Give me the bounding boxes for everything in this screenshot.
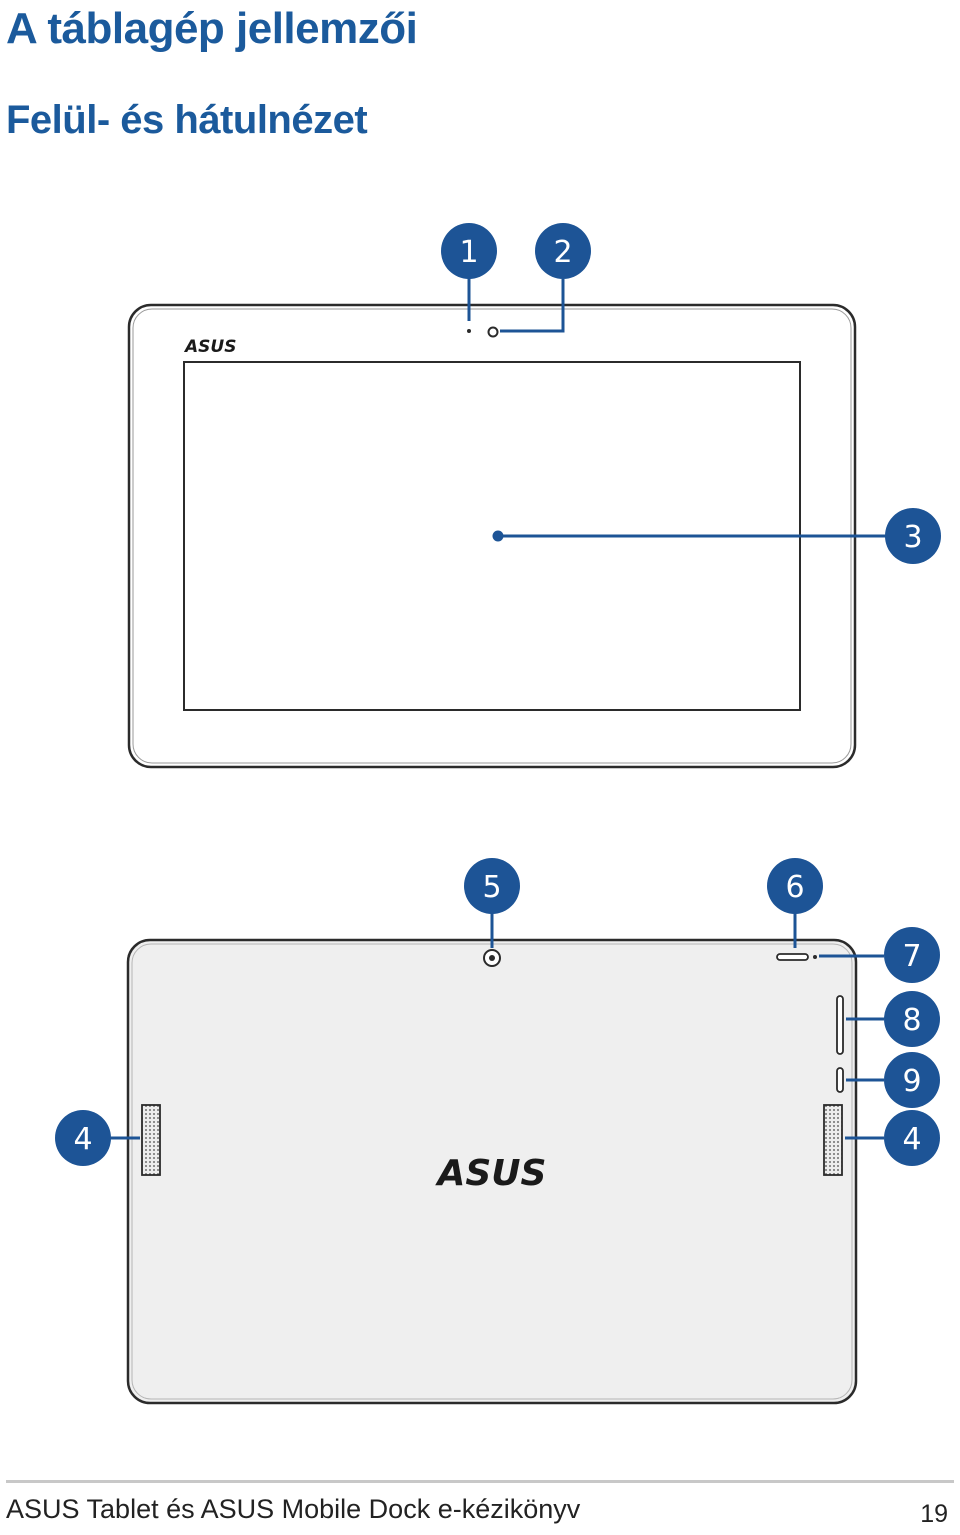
back-view: ASUS 5 6 7 8 9 4 — [55, 858, 940, 1405]
leader-dot-3 — [492, 530, 504, 542]
left-speaker — [141, 1104, 161, 1176]
front-camera — [487, 326, 499, 338]
right-speaker — [823, 1104, 843, 1176]
callout-number: 7 — [902, 939, 921, 974]
callout-4-right: 4 — [884, 1110, 940, 1166]
callout-badge — [767, 858, 823, 914]
power-button — [776, 953, 809, 961]
callout-8: 8 — [884, 991, 940, 1047]
callout-badge — [55, 1110, 111, 1166]
footer-title: ASUS Tablet és ASUS Mobile Dock e-kézikö… — [6, 1494, 581, 1524]
volume-button — [836, 995, 844, 1055]
callout-3: 3 — [885, 508, 941, 564]
callout-badge — [441, 223, 497, 279]
front-view: ASUS 1 2 3 — [127, 223, 941, 769]
callout-4-left: 4 — [55, 1110, 111, 1166]
callout-number: 2 — [553, 235, 572, 270]
callout-number: 4 — [902, 1122, 921, 1157]
front-logo: ASUS — [183, 337, 236, 357]
callout-number: 9 — [902, 1064, 921, 1099]
section-title: Felül- és hátulnézet — [6, 98, 368, 142]
windows-button — [836, 1067, 844, 1093]
callout-badge — [884, 1052, 940, 1108]
power-led — [813, 955, 817, 959]
page-number: 19 — [920, 1500, 948, 1528]
callout-badge — [884, 927, 940, 983]
callout-badge — [464, 858, 520, 914]
callout-badge — [885, 508, 941, 564]
callout-number: 6 — [785, 870, 804, 905]
callout-2: 2 — [535, 223, 591, 279]
callout-badge — [884, 991, 940, 1047]
callout-badge — [535, 223, 591, 279]
callout-5: 5 — [464, 858, 520, 914]
callout-1: 1 — [441, 223, 497, 279]
page-title: A táblagép jellemzői — [6, 4, 418, 53]
callout-badge — [884, 1110, 940, 1166]
tablet-diagram: ASUS 1 2 3 — [55, 223, 941, 1405]
leader-line-2 — [500, 279, 565, 333]
callout-7: 7 — [884, 927, 940, 983]
callout-6: 6 — [767, 858, 823, 914]
rear-camera-lens — [489, 955, 495, 961]
callout-number: 1 — [459, 235, 478, 270]
callout-number: 8 — [902, 1003, 921, 1038]
callout-number: 4 — [73, 1122, 92, 1157]
callout-number: 5 — [482, 870, 501, 905]
back-logo: ASUS — [435, 1153, 547, 1194]
callout-number: 3 — [903, 520, 922, 555]
light-sensor — [467, 329, 471, 333]
callout-9: 9 — [884, 1052, 940, 1108]
footer-rule — [6, 1480, 954, 1483]
